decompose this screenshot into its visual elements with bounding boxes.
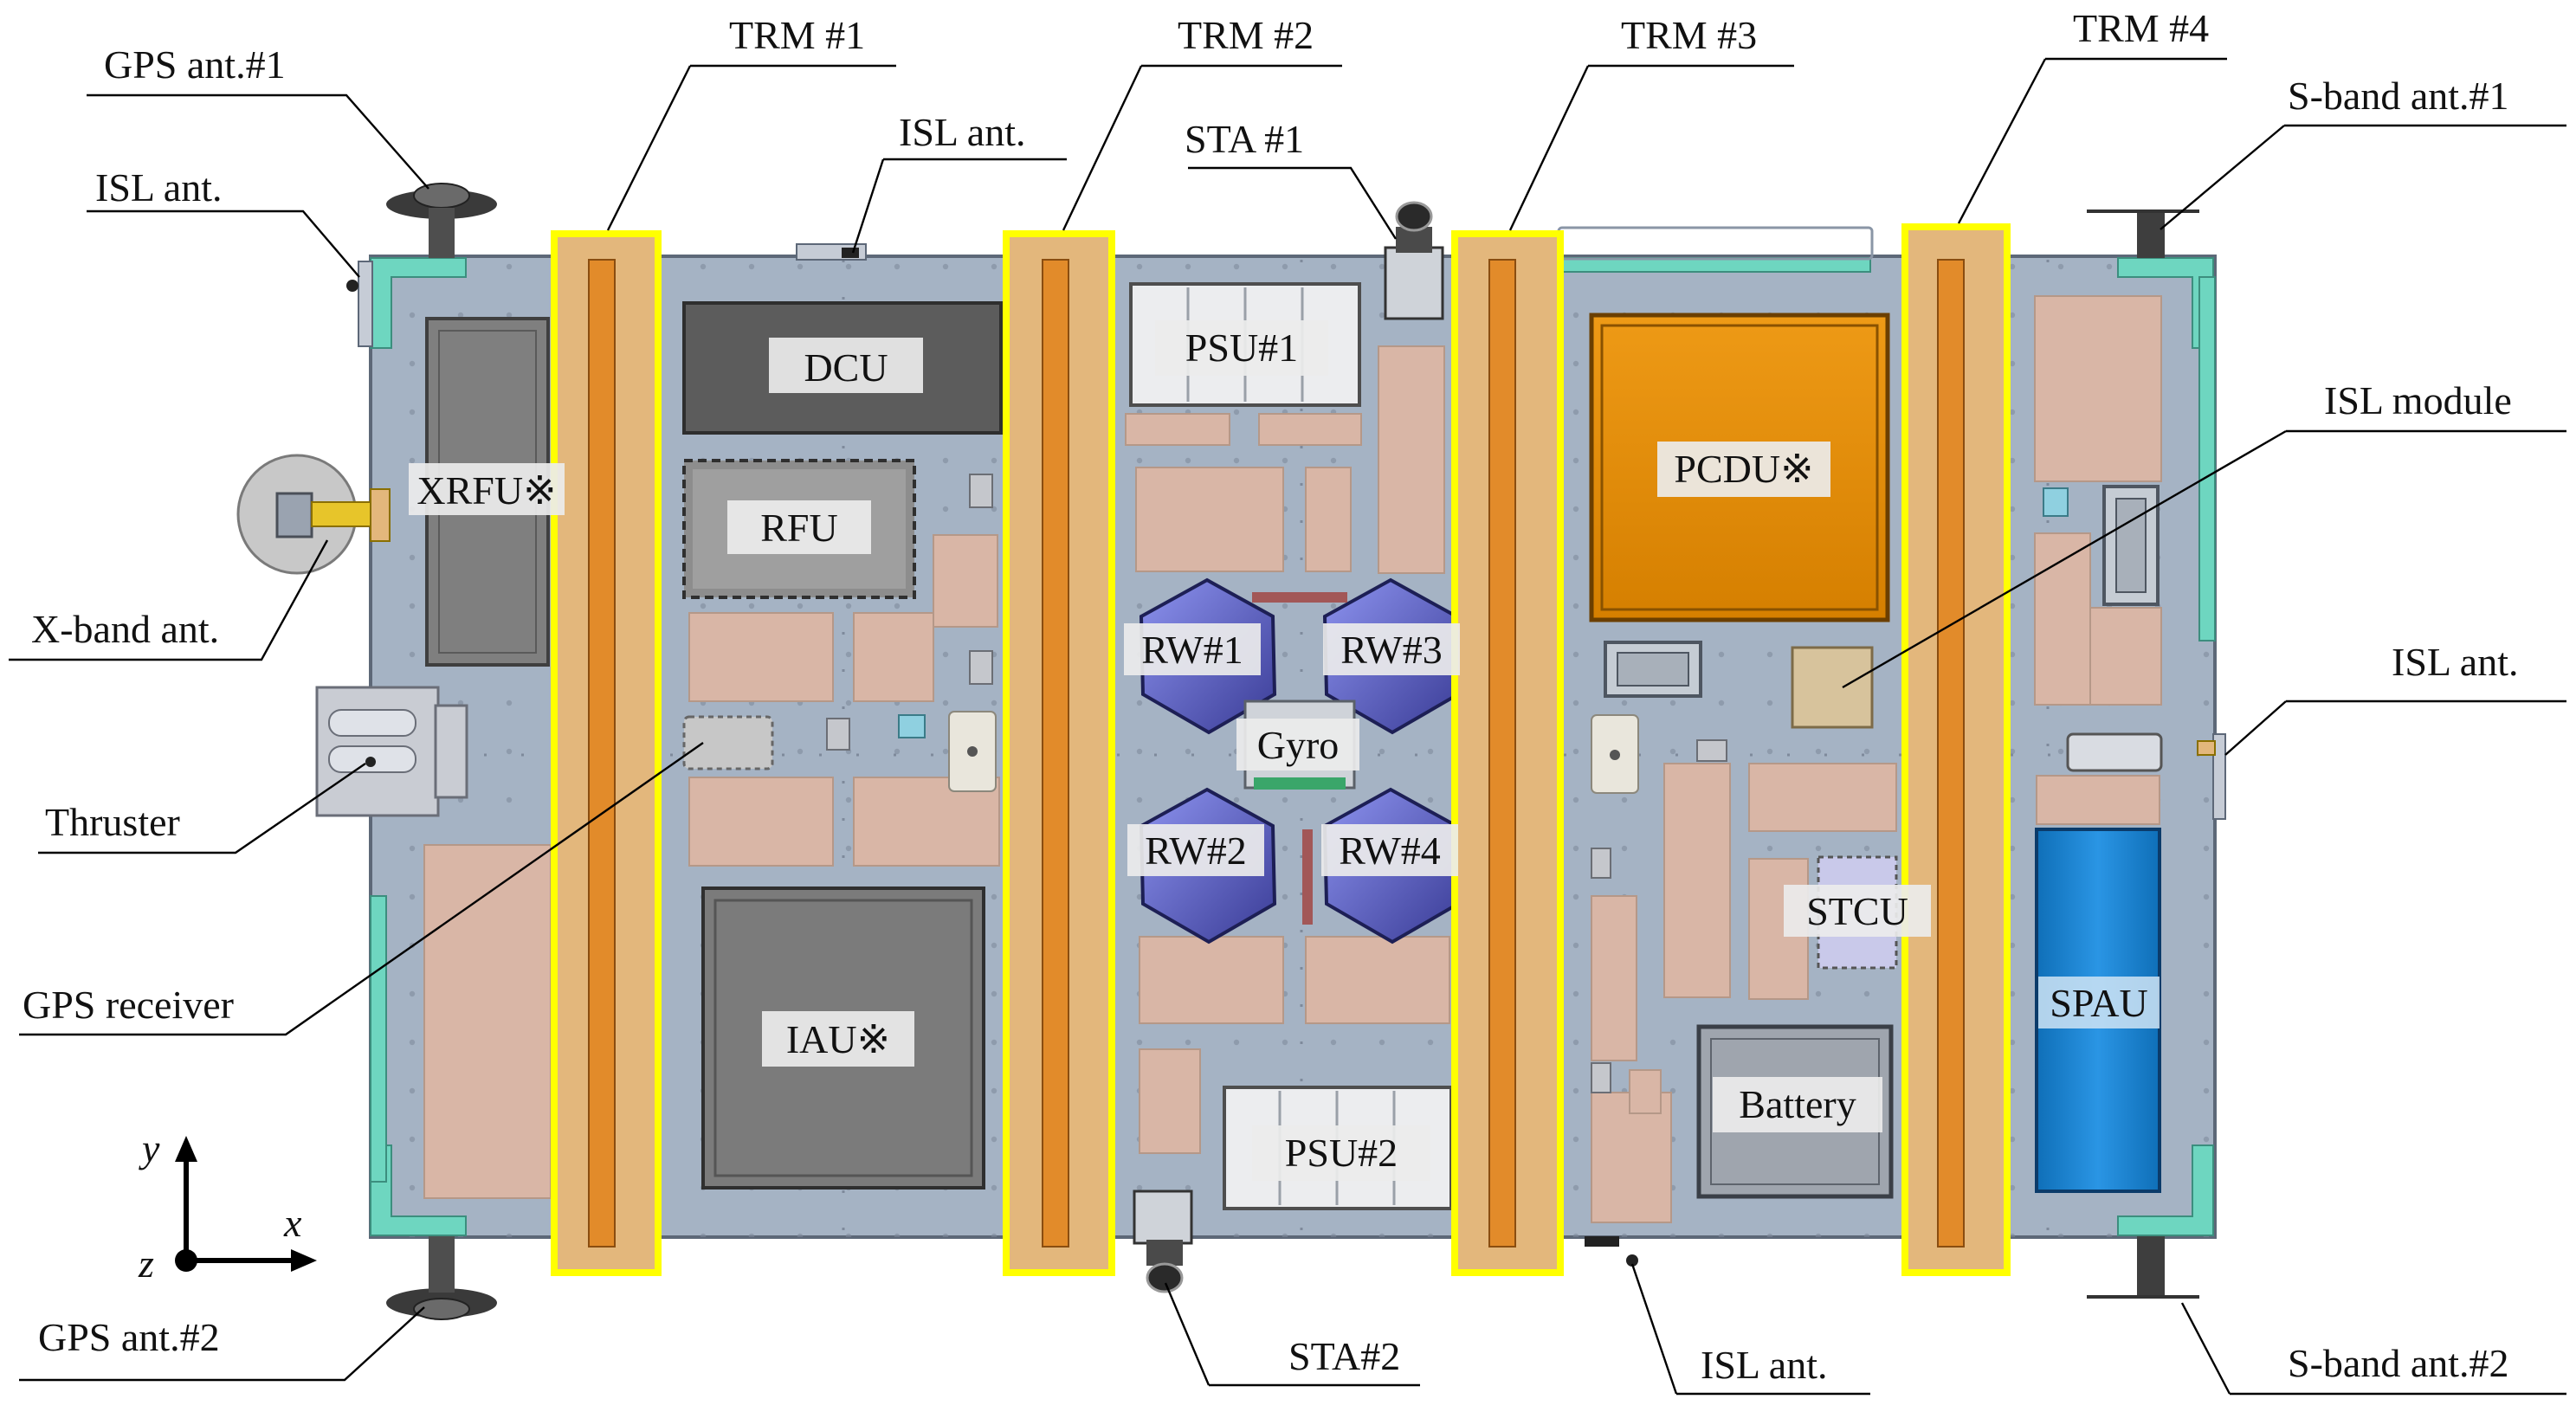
x-band-antenna (236, 454, 391, 575)
gps-receiver-box (682, 715, 774, 770)
star-tracker-1 (1384, 201, 1444, 320)
s-band-antenna-2 (2087, 1236, 2199, 1299)
coordinate-axes: y x z (138, 1126, 317, 1286)
callout-isl-ant-bottom: ISL ant. (1701, 1343, 1828, 1387)
callout-gps-receiver: GPS receiver (23, 983, 234, 1027)
label-rw-1: RW#1 (1141, 628, 1243, 672)
label-rw-2: RW#2 (1145, 829, 1247, 873)
axis-z-label: z (138, 1241, 154, 1286)
callout-gps-ant-2: GPS ant.#2 (38, 1315, 220, 1359)
callout-isl-module: ISL module (2324, 378, 2512, 422)
axis-x-label: x (283, 1201, 302, 1245)
label-xrfu: XRFU※ (416, 468, 556, 513)
label-pcdu: PCDU※ (1674, 447, 1813, 491)
axis-y-label: y (139, 1126, 160, 1170)
label-rw-4: RW#4 (1339, 829, 1441, 873)
label-dcu: DCU (804, 345, 888, 390)
label-iau: IAU※ (786, 1017, 890, 1061)
callout-trm-2: TRM #2 (1178, 13, 1314, 57)
gps-antenna-1 (386, 183, 497, 258)
callout-sta-2: STA#2 (1288, 1334, 1400, 1378)
label-psu-1: PSU#1 (1185, 326, 1298, 370)
label-battery: Battery (1739, 1082, 1856, 1126)
star-tracker-2 (1133, 1190, 1193, 1293)
trm-2-module (1003, 230, 1115, 1276)
callout-gps-ant-1: GPS ant.#1 (104, 42, 286, 87)
callout-isl-ant-top: ISL ant. (899, 110, 1026, 154)
callout-isl-ant-right: ISL ant. (2392, 640, 2519, 684)
trm-4-module (1901, 223, 2011, 1276)
label-spau: SPAU (2050, 981, 2147, 1025)
callout-s-band-ant-1: S-band ant.#1 (2288, 74, 2509, 118)
callout-s-band-ant-2: S-band ant.#2 (2288, 1341, 2509, 1385)
callout-trm-3: TRM #3 (1621, 13, 1757, 57)
callout-isl-ant-left: ISL ant. (95, 165, 223, 210)
callout-trm-4: TRM #4 (2073, 6, 2209, 50)
label-psu-2: PSU#2 (1285, 1131, 1398, 1175)
callout-thruster: Thruster (45, 800, 180, 844)
callout-sta-1: STA #1 (1185, 117, 1304, 161)
s-band-antenna-1 (2087, 210, 2199, 258)
callout-trm-1: TRM #1 (729, 13, 865, 57)
gps-antenna-2 (386, 1236, 497, 1320)
label-rw-3: RW#3 (1340, 628, 1443, 672)
trm-1-module (551, 230, 662, 1276)
callout-x-band-ant: X-band ant. (31, 607, 219, 651)
label-gyro: Gyro (1257, 723, 1340, 767)
thruster-unit (315, 686, 468, 817)
dcu-box (682, 301, 1003, 435)
label-rfu: RFU (760, 506, 837, 550)
isl-module-box (1791, 646, 1874, 729)
label-stcu: STCU (1806, 889, 1908, 933)
trm-3-module (1451, 230, 1564, 1276)
